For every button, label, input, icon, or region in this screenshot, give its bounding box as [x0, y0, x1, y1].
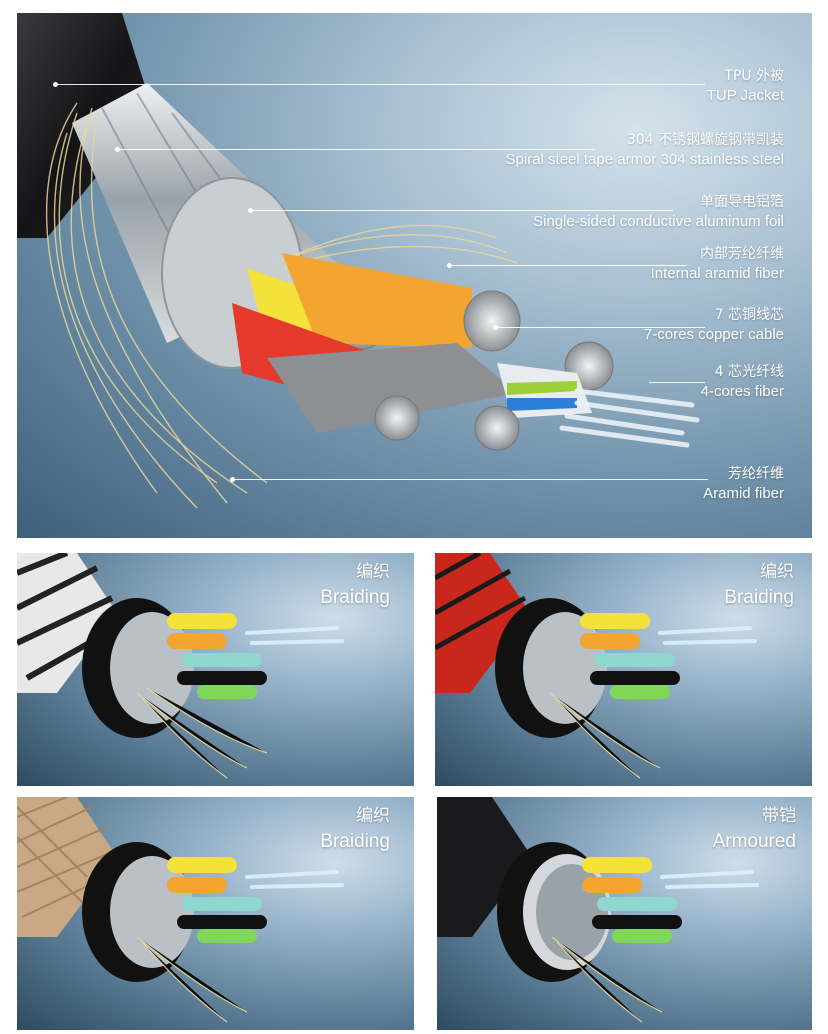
variant-label: 编织 Braiding — [724, 559, 794, 611]
braided-cable-illustration — [435, 553, 757, 779]
leader-line — [649, 382, 705, 383]
callout-zh: 内部芳纶纤维 — [700, 246, 784, 262]
callout-en: Aramid fiber — [703, 485, 784, 502]
callout-tpu-jacket: TPU 外被 TUP Jacket — [707, 66, 784, 106]
cable-cross-section-illustration — [17, 13, 700, 509]
leader-line — [250, 210, 673, 211]
callout-copper-cores: 7 芯铜线芯 7-cores copper cable — [644, 305, 784, 345]
callout-zh: 304 不锈钢螺旋钢带凯装 — [626, 132, 784, 148]
leader-line — [495, 327, 705, 328]
variant-label: 编织 Braiding — [320, 559, 390, 611]
callout-en: 7-cores copper cable — [643, 326, 784, 343]
callout-aluminum-foil: 单面导电铝箔 Single-sided conductive aluminum … — [533, 192, 784, 232]
variant-label: 带铠 Armoured — [713, 803, 796, 855]
callout-en: Single-sided conductive aluminum foil — [533, 213, 784, 230]
leader-dot — [115, 147, 120, 152]
variant-label-en: Armoured — [712, 831, 796, 852]
callout-en: TUP Jacket — [706, 87, 784, 104]
variant-label-zh: 编织 — [356, 562, 390, 582]
variant-label-zh: 编织 — [356, 806, 390, 826]
variant-panel-armoured: 带铠 Armoured — [437, 797, 812, 1030]
variant-label-en: Braiding — [320, 587, 390, 608]
leader-dot — [447, 263, 452, 268]
armoured-cable-illustration — [437, 797, 759, 1023]
leader-dot — [493, 325, 498, 330]
variant-panel-braiding-1: 编织 Braiding — [17, 553, 414, 786]
variant-label-en: Braiding — [724, 587, 794, 608]
variant-panel-braiding-2: 编织 Braiding — [435, 553, 812, 786]
variant-label-zh: 编织 — [760, 562, 794, 582]
callout-zh: 芳纶纤维 — [728, 466, 784, 482]
variant-label-zh: 带铠 — [762, 806, 796, 826]
leader-line — [232, 479, 708, 480]
variant-label: 编织 Braiding — [320, 803, 390, 855]
callout-aramid-fiber: 芳纶纤维 Aramid fiber — [703, 464, 784, 504]
callout-zh: 7 芯铜线芯 — [714, 307, 784, 323]
braided-cable-illustration — [17, 553, 344, 779]
leader-line — [117, 149, 595, 150]
callout-internal-aramid: 内部芳纶纤维 Internal aramid fiber — [651, 244, 784, 284]
braided-cable-illustration — [17, 797, 344, 1023]
callout-zh: 4 芯光纤线 — [714, 364, 784, 380]
leader-line — [449, 265, 687, 266]
leader-dot — [53, 82, 58, 87]
callout-en: Internal aramid fiber — [650, 265, 784, 282]
callout-zh: 单面导电铝箔 — [700, 194, 784, 210]
callout-zh: TPU 外被 — [724, 68, 784, 84]
variant-panel-braiding-3: 编织 Braiding — [17, 797, 414, 1030]
variant-label-en: Braiding — [320, 831, 390, 852]
callout-en: 4-cores fiber — [700, 383, 784, 400]
callout-fiber-cores: 4 芯光纤线 4-cores fiber — [701, 362, 784, 402]
leader-dot — [230, 477, 235, 482]
main-cable-diagram: TPU 外被 TUP Jacket 304 不锈钢螺旋钢带凯装 Spiral s… — [17, 13, 812, 538]
callout-steel-armor: 304 不锈钢螺旋钢带凯装 Spiral steel tape armor 30… — [506, 130, 784, 170]
leader-dot — [248, 208, 253, 213]
leader-line — [55, 84, 705, 85]
callout-en: Spiral steel tape armor 304 stainless st… — [505, 151, 784, 168]
